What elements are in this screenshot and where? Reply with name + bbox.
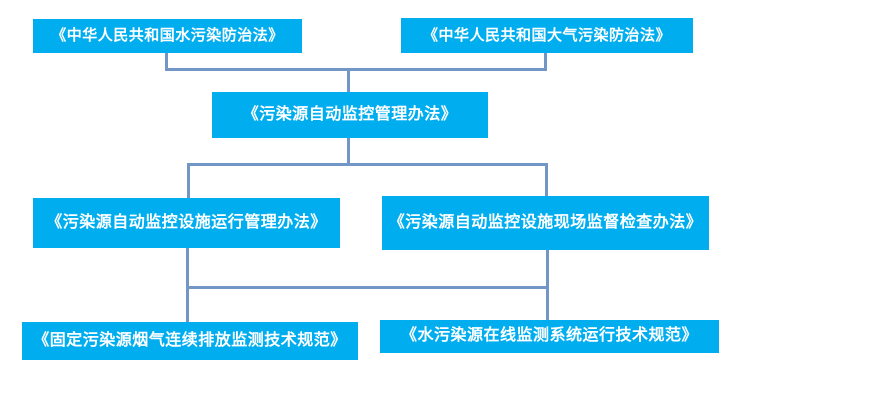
connector-line — [165, 53, 168, 71]
node-facility-operation-management-measures: 《污染源自动监控设施运行管理办法》 — [33, 198, 340, 248]
connector-line — [187, 163, 548, 166]
connector-line — [347, 71, 350, 92]
connector-line — [186, 248, 189, 322]
connector-line — [186, 286, 549, 289]
connector-line — [165, 68, 547, 71]
node-water-online-monitoring-technical-spec: 《水污染源在线监测系统运行技术规范》 — [380, 320, 719, 353]
node-flue-gas-cems-technical-spec: 《固定污染源烟气连续排放监测技术规范》 — [22, 322, 358, 360]
connector-line — [545, 166, 548, 196]
node-auto-monitoring-management-measures: 《污染源自动监控管理办法》 — [212, 92, 488, 138]
node-air-pollution-law: 《中华人民共和国大气污染防治法》 — [401, 18, 693, 53]
connector-line — [546, 250, 549, 320]
node-water-pollution-law: 《中华人民共和国水污染防治法》 — [33, 19, 302, 53]
connector-line — [544, 53, 547, 71]
node-onsite-supervision-inspection-measures: 《污染源自动监控设施现场监督检查办法》 — [382, 196, 709, 250]
connector-line — [347, 138, 350, 166]
connector-line — [187, 166, 190, 198]
